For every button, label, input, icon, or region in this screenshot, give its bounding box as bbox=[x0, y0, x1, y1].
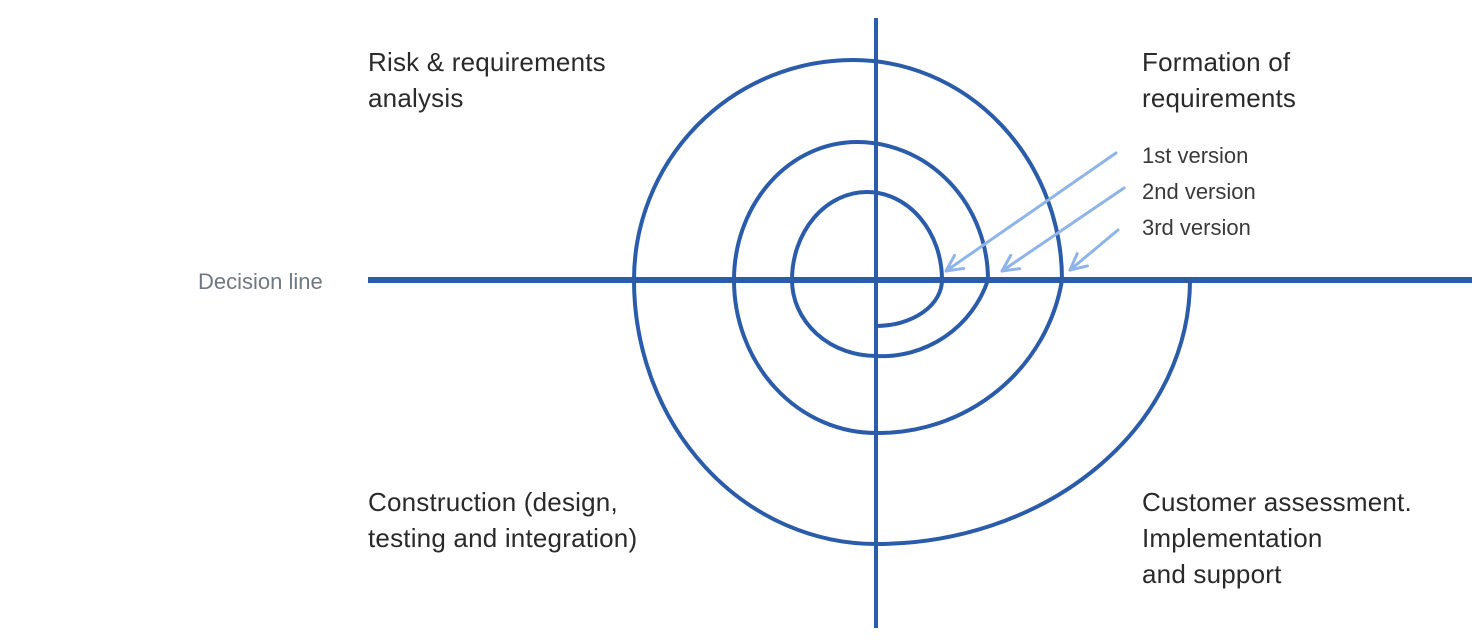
label-line: Implementation bbox=[1142, 523, 1323, 553]
label-line: Risk & requirements bbox=[368, 47, 606, 77]
arrow-2nd-version bbox=[1000, 186, 1126, 273]
arrow-1st-version bbox=[944, 151, 1118, 273]
label-line: testing and integration) bbox=[368, 523, 638, 553]
label-line: requirements bbox=[1142, 83, 1297, 113]
version-label-3rd: 3rd version bbox=[1142, 215, 1251, 240]
quadrant-label-risk-analysis: Risk & requirements analysis bbox=[368, 44, 606, 116]
version-label-2nd: 2nd version bbox=[1142, 179, 1256, 204]
label-line: Customer assessment. bbox=[1142, 487, 1412, 517]
version-label-1st: 1st version bbox=[1142, 143, 1249, 168]
label-line: and support bbox=[1142, 559, 1282, 589]
label-line: Formation of bbox=[1142, 47, 1291, 77]
quadrant-label-customer-assessment: Customer assessment. Implementation and … bbox=[1142, 484, 1412, 592]
spiral-path bbox=[631, 57, 1192, 547]
quadrant-label-formation-of-requirements: Formation of requirements bbox=[1142, 44, 1296, 116]
label-line: Construction (design, bbox=[368, 487, 618, 517]
arrow-3rd-version bbox=[1068, 228, 1120, 272]
quadrant-label-construction: Construction (design, testing and integr… bbox=[368, 484, 637, 556]
label-line: analysis bbox=[368, 83, 464, 113]
decision-line-label: Decision line bbox=[198, 269, 323, 294]
